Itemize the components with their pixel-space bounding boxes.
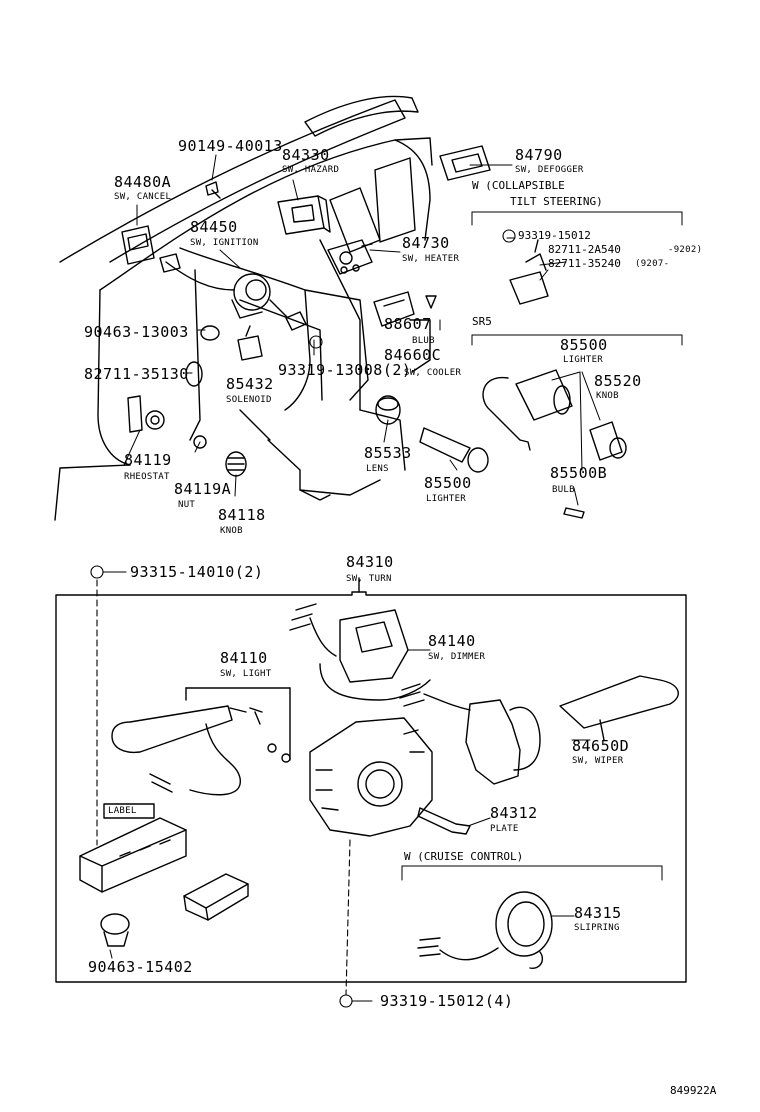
label-84118-name: KNOB bbox=[220, 526, 243, 536]
label-84140-name: SW, DIMMER bbox=[428, 652, 486, 662]
label-84650D: 84650D bbox=[572, 737, 630, 755]
label-84660C-name: SW, COOLER bbox=[404, 368, 462, 378]
part-84312-plate bbox=[417, 807, 471, 835]
part-84660C-cooler-switch bbox=[373, 291, 415, 327]
label-84480A: 84480A bbox=[114, 173, 172, 191]
label-84310-name: SW, TURN bbox=[346, 574, 392, 584]
label-85533: 85533 bbox=[364, 444, 412, 462]
label-85500-bottom: 85500 bbox=[424, 474, 472, 492]
part-84118-knob bbox=[225, 451, 247, 477]
part-ecu-module bbox=[183, 873, 249, 921]
label-84119A-name: NUT bbox=[178, 500, 196, 510]
drawing-number: 849922A bbox=[670, 1084, 717, 1097]
part-84650D-wiper bbox=[399, 675, 679, 785]
label-84790-name: SW, DEFOGGER bbox=[515, 165, 584, 175]
part-84790-defogger-switch bbox=[439, 145, 491, 181]
label-84312: 84312 bbox=[490, 804, 538, 822]
label-84310: 84310 bbox=[346, 553, 394, 571]
label-90149-40013: 90149-40013 bbox=[178, 137, 283, 155]
part-82711-35130-wire bbox=[185, 361, 203, 387]
label-90463-15402: 90463-15402 bbox=[88, 958, 193, 976]
label-84450: 84450 bbox=[190, 218, 238, 236]
label-84119-name: RHEOSTAT bbox=[124, 472, 170, 482]
label-w-collapsible: W (COLLAPSIBLE bbox=[472, 179, 565, 192]
label-85520: 85520 bbox=[594, 372, 642, 390]
label-85500-top: 85500 bbox=[560, 336, 608, 354]
cruise-control-bracket bbox=[401, 865, 663, 881]
part-84480A-cancel-switch bbox=[121, 225, 155, 265]
label-82711-35130: 82711-35130 bbox=[84, 365, 189, 383]
label-93319-15012-bottom: 93319-15012(4) bbox=[380, 992, 514, 1010]
label-85432-name: SOLENOID bbox=[226, 395, 272, 405]
label-84312-name: PLATE bbox=[490, 824, 519, 834]
part-84330-hazard-switch bbox=[277, 195, 331, 235]
label-tag: LABEL bbox=[108, 806, 137, 816]
part-tilt-switch bbox=[509, 239, 549, 305]
part-84310-turn-switch bbox=[309, 717, 433, 837]
label-84110-name: SW, LIGHT bbox=[220, 669, 272, 679]
label-tilt-steering: TILT STEERING) bbox=[510, 195, 603, 208]
label-82711-2A540: 82711-2A540 bbox=[548, 243, 621, 256]
label-84730-name: SW, HEATER bbox=[402, 254, 460, 264]
label-84330: 84330 bbox=[282, 146, 330, 164]
label-88607: 88607 bbox=[384, 315, 432, 333]
part-85500B-bulb bbox=[563, 507, 585, 519]
label-84119: 84119 bbox=[124, 451, 172, 469]
part-84315-slipring bbox=[417, 891, 553, 969]
part-85500-lighter-socket bbox=[482, 369, 573, 451]
leader-lines-top bbox=[123, 154, 683, 506]
label-85500-top-name: LIGHTER bbox=[563, 355, 604, 365]
leader-lines-bottom bbox=[109, 649, 591, 959]
label-84480A-name: SW, CANCEL bbox=[114, 192, 172, 202]
label-85533-name: LENS bbox=[366, 464, 389, 474]
label-84730: 84730 bbox=[402, 234, 450, 252]
part-88607-bulb bbox=[425, 295, 437, 309]
label-84315: 84315 bbox=[574, 904, 622, 922]
part-85520-knob bbox=[589, 421, 627, 461]
part-84119A-nut bbox=[193, 435, 207, 449]
part-84730-heater-switch bbox=[327, 239, 373, 275]
label-84450-name: SW, IGNITION bbox=[190, 238, 259, 248]
screw-symbols bbox=[90, 229, 516, 1008]
part-84140-dimmer bbox=[289, 603, 431, 701]
combination-switch-frame bbox=[55, 577, 687, 983]
label-84119A: 84119A bbox=[174, 480, 232, 498]
part-84450-ignition-switch bbox=[159, 253, 307, 331]
label-93319-15012-top: 93319-15012 bbox=[518, 229, 591, 242]
label-9202: -9202) bbox=[668, 245, 703, 255]
label-93315-14010: 93315-14010(2) bbox=[130, 563, 264, 581]
label-85432: 85432 bbox=[226, 375, 274, 393]
label-85500-bottom-name: LIGHTER bbox=[426, 494, 467, 504]
label-85500B: 85500B bbox=[550, 464, 608, 482]
part-90463-15402-clamp bbox=[100, 913, 130, 947]
label-90463-13003: 90463-13003 bbox=[84, 323, 189, 341]
label-w-cruise-control: W (CRUISE CONTROL) bbox=[404, 850, 524, 863]
label-84118: 84118 bbox=[218, 506, 266, 524]
part-85533-lens bbox=[375, 395, 401, 425]
label-85500B-name: BULB bbox=[552, 485, 575, 495]
part-90463-13003-clip bbox=[200, 325, 220, 341]
part-85500-lighter-bottom bbox=[419, 427, 489, 473]
label-9207: (9207- bbox=[635, 259, 670, 269]
label-84315-name: SLIPRING bbox=[574, 923, 620, 933]
dashed-screw-leaders bbox=[96, 579, 351, 996]
label-sr5: SR5 bbox=[472, 315, 492, 328]
label-82711-35240: 82711-35240 bbox=[548, 257, 621, 270]
part-84119-rheostat bbox=[127, 395, 165, 433]
label-93319-13008: 93319-13008(2) bbox=[278, 361, 412, 379]
part-85432-solenoid bbox=[237, 325, 263, 361]
label-84330-name: SW, HAZARD bbox=[282, 165, 340, 175]
label-84660C: 84660C bbox=[384, 346, 442, 364]
label-88607-name: BLUB bbox=[412, 336, 435, 346]
label-84140: 84140 bbox=[428, 632, 476, 650]
label-84790: 84790 bbox=[515, 146, 563, 164]
part-84110-light-switch bbox=[111, 687, 291, 796]
label-85520-name: KNOB bbox=[596, 391, 619, 401]
label-84650D-name: SW, WIPER bbox=[572, 756, 624, 766]
part-connector-label bbox=[79, 803, 187, 893]
label-84110: 84110 bbox=[220, 649, 268, 667]
dashboard-outline bbox=[54, 95, 433, 521]
part-90149-screw bbox=[205, 181, 221, 199]
